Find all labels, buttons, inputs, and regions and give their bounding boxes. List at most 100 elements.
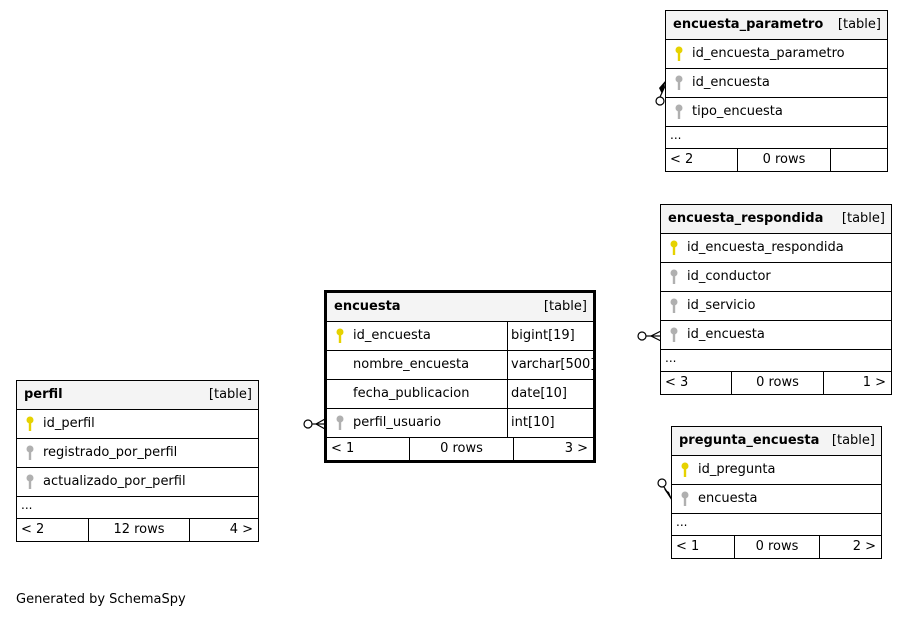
foreign-key-icon [670,269,678,284]
column-row[interactable]: perfil_usuario int[10] [327,409,593,438]
table-type: [table] [208,387,252,402]
column-row[interactable]: id_encuesta bigint[19] [327,322,593,351]
link-pregunta-encuesta [657,478,673,502]
table-type: [table] [831,433,875,448]
link-encuesta-respondida [637,330,662,342]
column-row[interactable]: id_servicio [661,292,891,321]
column-row[interactable]: id_encuesta [666,69,887,98]
table-pregunta-encuesta[interactable]: pregunta_encuesta [table] id_pregunta en… [671,426,882,559]
row-count: 0 rows [409,438,513,460]
table-header: encuesta_parametro [table] [666,11,887,40]
foreign-key-icon [675,75,683,90]
more-columns: ... [672,514,881,536]
foreign-key-icon [681,491,689,506]
more-columns: ... [666,127,887,149]
parents-link[interactable]: < 2 [21,522,45,537]
column-name: id_pregunta [698,462,776,477]
column-row[interactable]: id_encuesta [661,321,891,350]
children-link[interactable]: 1 > [823,372,891,394]
column-row[interactable]: registrado_por_perfil [17,439,258,468]
column-name: nombre_encuesta [353,357,470,372]
column-name: id_encuesta [692,75,770,90]
column-name: id_servicio [687,298,756,313]
parents-link[interactable]: < 1 [676,539,700,554]
table-name: pregunta_encuesta [679,433,820,448]
table-encuesta-respondida[interactable]: encuesta_respondida [table] id_encuesta_… [660,204,892,395]
table-name: encuesta_parametro [673,17,824,32]
table-type: [table] [841,211,885,226]
more-columns: ... [17,497,258,519]
column-row[interactable]: id_pregunta [672,456,881,485]
table-footer: < 1 0 rows 2 > [672,536,881,558]
column-name: id_perfil [43,416,95,431]
primary-key-icon [681,462,689,477]
parents-link[interactable]: < 1 [331,441,355,456]
column-row[interactable]: id_encuesta_parametro [666,40,887,69]
foreign-key-icon [675,104,683,119]
column-row[interactable]: id_conductor [661,263,891,292]
children-link[interactable]: 3 > [513,438,593,460]
column-datatype: varchar[500] [507,351,595,379]
column-datatype: date[10] [507,380,567,408]
column-name: encuesta [698,491,758,506]
column-name: id_encuesta_respondida [687,240,844,255]
table-type: [table] [837,17,881,32]
ellipsis: ... [676,515,688,529]
table-header: encuesta [table] [327,293,593,322]
table-encuesta[interactable]: encuesta [table] id_encuesta bigint[19] … [324,290,596,463]
primary-key-icon [26,416,34,431]
column-name: registrado_por_perfil [43,445,178,460]
row-count: 0 rows [731,372,823,394]
children-link[interactable]: 2 > [819,536,881,558]
foreign-key-icon [26,445,34,460]
table-type: [table] [543,299,587,314]
table-footer: < 1 0 rows 3 > [327,438,593,460]
column-name: fecha_publicacion [353,386,470,401]
column-name: id_conductor [687,269,771,284]
row-count: 12 rows [88,519,189,541]
more-columns: ... [661,350,891,372]
foreign-key-icon [336,415,344,430]
primary-key-icon [675,46,683,61]
table-name: encuesta [334,299,401,314]
table-encuesta-parametro[interactable]: encuesta_parametro [table] id_encuesta_p… [665,10,888,172]
column-row[interactable]: tipo_encuesta [666,98,887,127]
link-encuesta-parametro [655,80,667,106]
table-perfil[interactable]: perfil [table] id_perfil registrado_por_… [16,380,259,542]
row-count: 0 rows [737,149,830,171]
parents-link[interactable]: < 3 [665,375,689,390]
column-row[interactable]: id_encuesta_respondida [661,234,891,263]
column-row[interactable]: nombre_encuesta varchar[500] [327,351,595,380]
parents-link[interactable]: < 2 [670,152,694,167]
column-name: id_encuesta [687,327,765,342]
foreign-key-icon [670,327,678,342]
table-footer: < 3 0 rows 1 > [661,372,891,394]
column-row[interactable]: encuesta [672,485,881,514]
ellipsis: ... [670,128,682,142]
ellipsis: ... [665,351,677,365]
foreign-key-icon [26,474,34,489]
column-name: id_encuesta [353,328,431,343]
table-footer: < 2 12 rows 4 > [17,519,258,541]
table-footer: < 2 0 rows [666,149,887,171]
column-name: id_encuesta_parametro [692,46,845,61]
children-link[interactable]: 4 > [189,519,258,541]
link-encuesta-perfil [303,418,326,430]
table-header: perfil [table] [17,381,258,410]
table-header: encuesta_respondida [table] [661,205,891,234]
column-row[interactable]: id_perfil [17,410,258,439]
children-link[interactable] [830,149,887,171]
column-name: perfil_usuario [353,415,442,430]
foreign-key-icon [670,298,678,313]
table-name: encuesta_respondida [668,211,824,226]
table-header: pregunta_encuesta [table] [672,427,881,456]
column-datatype: bigint[19] [507,322,575,350]
primary-key-icon [670,240,678,255]
column-name: actualizado_por_perfil [43,474,186,489]
column-row[interactable]: actualizado_por_perfil [17,468,258,497]
column-row[interactable]: fecha_publicacion date[10] [327,380,593,409]
column-name: tipo_encuesta [692,104,783,119]
generated-by-credit: Generated by SchemaSpy [16,592,186,607]
column-datatype: int[10] [507,409,555,437]
